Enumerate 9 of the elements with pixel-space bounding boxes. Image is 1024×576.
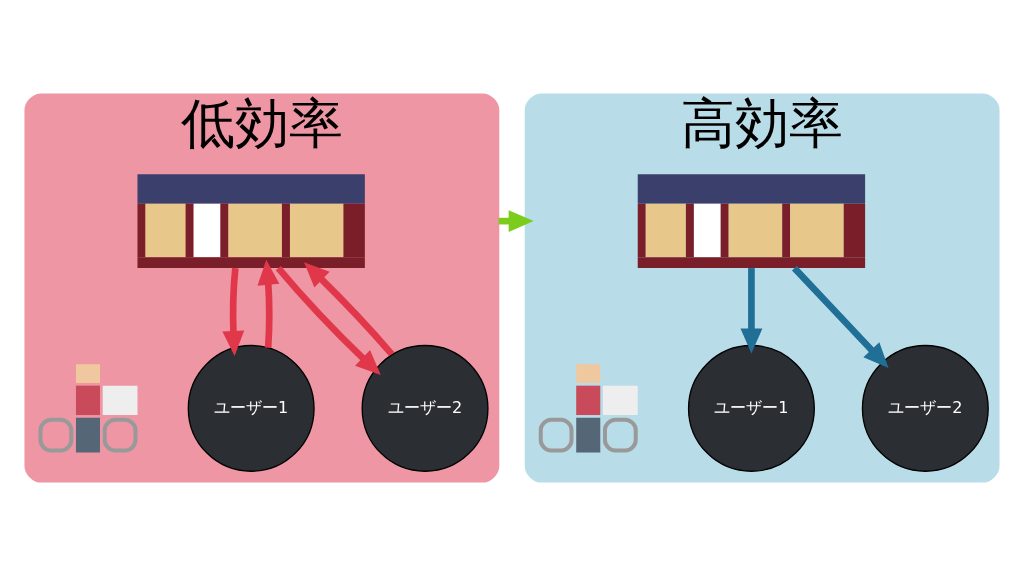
node-circle: ユーザー2 bbox=[361, 344, 489, 472]
arrow bbox=[791, 265, 889, 368]
arrow bbox=[304, 262, 395, 357]
node-circle: ユーザー1 bbox=[187, 344, 315, 472]
arrow bbox=[222, 267, 245, 356]
node-circle: ユーザー1 bbox=[687, 344, 815, 472]
arrow bbox=[740, 268, 763, 354]
arrow bbox=[275, 265, 381, 376]
arrow bbox=[257, 259, 280, 348]
